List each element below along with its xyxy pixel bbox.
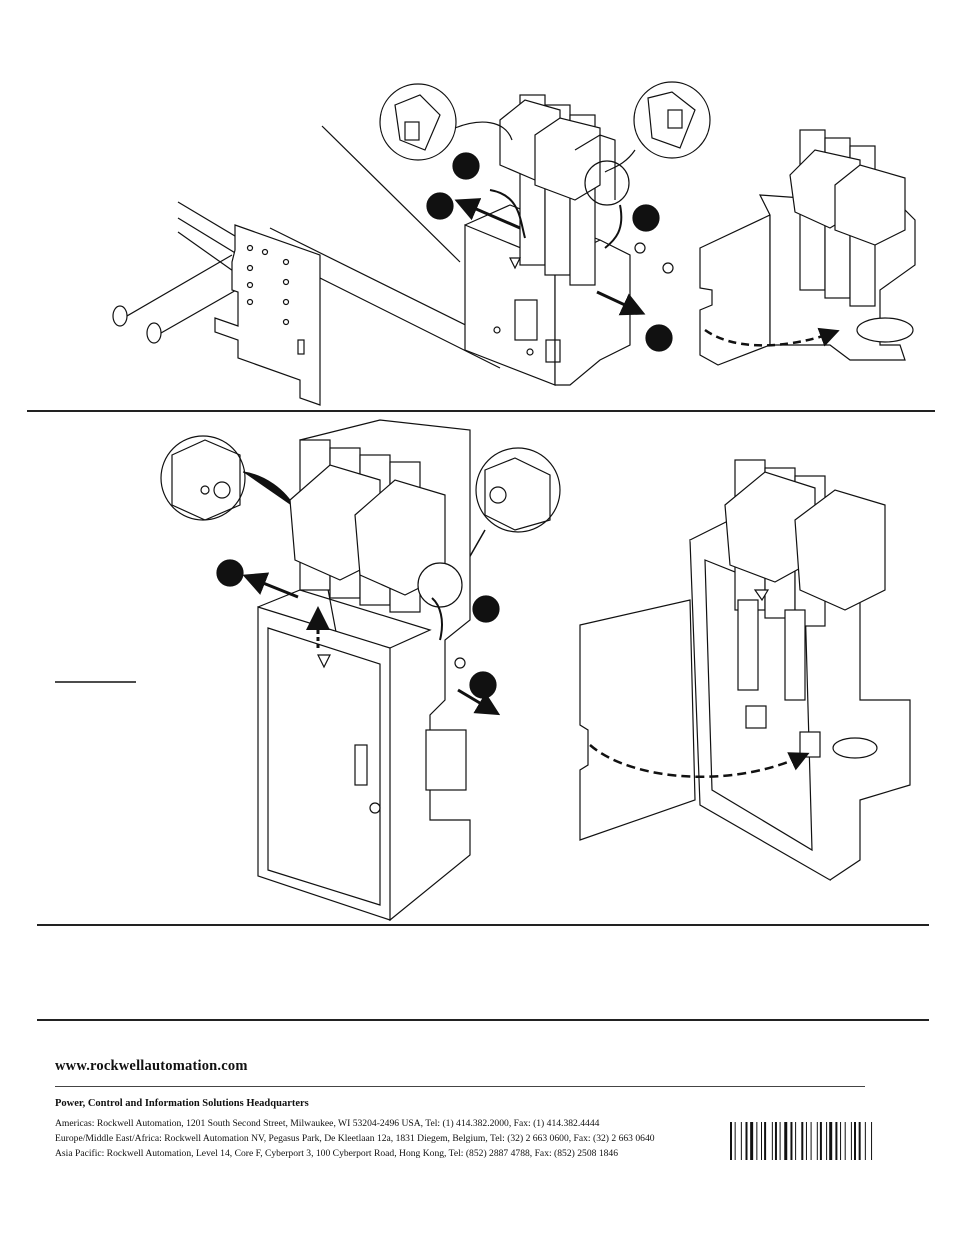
magnifier-callout-icon: [604, 81, 711, 173]
magnifier-callout-icon: [379, 83, 513, 161]
mounting-plate: [214, 224, 321, 406]
website-link[interactable]: www.rockwellautomation.com: [55, 1058, 248, 1074]
contactor-enclosure-open: [579, 459, 911, 882]
section-divider: [27, 410, 935, 412]
address-emea: Europe/Middle East/Africa: Rockwell Auto…: [55, 1133, 655, 1144]
contactor-assembly-top: [464, 94, 631, 386]
footer-divider: [55, 1086, 865, 1087]
step-marker-icon: [469, 671, 497, 699]
screw-icon: [146, 322, 162, 344]
step-marker-icon: [472, 595, 500, 623]
section-divider: [37, 1019, 929, 1021]
barcode-icon: [730, 1122, 873, 1160]
contactor-assembly-open-top: [699, 129, 916, 366]
step-marker-icon: [632, 204, 660, 232]
step-marker-icon: [452, 152, 480, 180]
top-exploded-view: [112, 81, 916, 406]
contactor-enclosure-closed: [242, 419, 501, 922]
address-americas: Americas: Rockwell Automation, 1201 Sout…: [55, 1118, 600, 1129]
address-asia-pacific: Asia Pacific: Rockwell Automation, Level…: [55, 1148, 619, 1159]
headquarters-title: Power, Control and Information Solutions…: [55, 1098, 309, 1109]
bottom-exploded-view: [55, 419, 911, 922]
magnifier-callout-icon: [464, 447, 561, 566]
section-divider: [37, 924, 929, 926]
assembly-illustrations: [55, 81, 916, 922]
step-marker-icon: [645, 324, 673, 352]
step-marker-icon: [216, 559, 244, 587]
magnifier-callout-icon: [160, 435, 296, 521]
screw-icon: [112, 305, 128, 327]
step-marker-icon: [426, 192, 454, 220]
